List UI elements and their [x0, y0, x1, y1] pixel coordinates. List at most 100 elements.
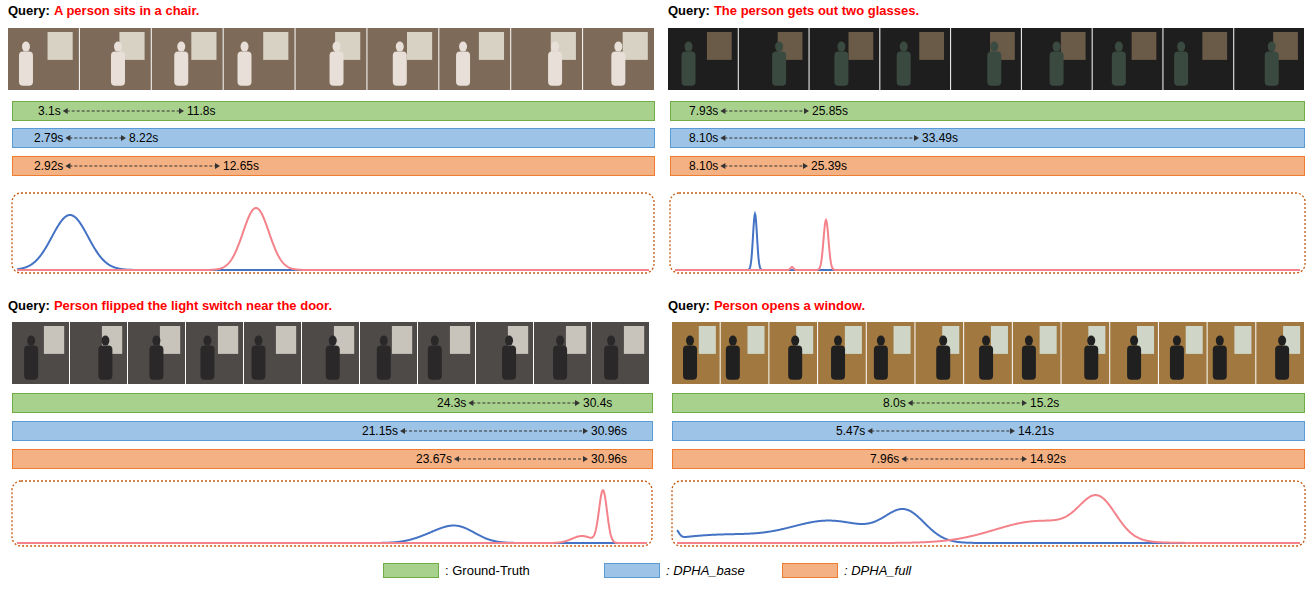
person-body	[553, 346, 567, 380]
person-body	[1050, 52, 1064, 86]
person-body	[1174, 52, 1188, 86]
end-time: 14.21s	[1018, 422, 1054, 440]
person-body	[1213, 346, 1227, 380]
video-frame	[721, 322, 769, 384]
frame-window	[44, 326, 64, 354]
frame-background	[152, 28, 223, 90]
video-frame	[915, 322, 963, 384]
start-time: 8.10s	[689, 157, 718, 175]
video-frame	[583, 28, 654, 90]
video-frame	[867, 322, 915, 384]
person-head	[1053, 42, 1061, 52]
frame-background	[964, 322, 1012, 384]
arrow-head	[63, 108, 68, 114]
frame-background	[721, 322, 769, 384]
frame-background	[186, 322, 243, 384]
person-body	[252, 346, 266, 380]
person-head	[791, 336, 799, 346]
interval-arrow	[671, 129, 1306, 147]
frame-background	[534, 322, 591, 384]
frame-background	[1208, 322, 1256, 384]
query-prefix: Query:	[668, 298, 710, 313]
legend-swatch	[604, 563, 660, 578]
dashed-line	[404, 431, 584, 432]
video-frame	[534, 322, 591, 384]
person-head	[1216, 336, 1224, 346]
video-frame	[80, 28, 151, 90]
video-frame	[1110, 322, 1158, 384]
frame-background	[915, 322, 963, 384]
frame-window	[1234, 326, 1251, 354]
person-head	[396, 42, 404, 52]
person-head	[1278, 336, 1286, 346]
query-text: Person opens a window.	[714, 298, 865, 313]
person-head	[834, 336, 842, 346]
person-head	[775, 42, 783, 52]
arrow-head	[720, 135, 725, 141]
arrow-head	[1022, 400, 1027, 406]
person-body	[604, 346, 618, 380]
person-head	[101, 336, 109, 346]
frame-window	[848, 32, 873, 60]
person-head	[686, 336, 694, 346]
frame-window	[48, 32, 73, 60]
interval-arrow	[13, 422, 654, 440]
full-score-curve	[17, 490, 647, 543]
frame-background	[1013, 322, 1061, 384]
video-frame	[244, 322, 301, 384]
person-body	[456, 52, 470, 86]
dashed-line	[69, 138, 122, 139]
person-head	[685, 42, 693, 52]
video-frame	[592, 322, 649, 384]
person-head	[27, 336, 35, 346]
person-head	[203, 336, 211, 346]
person-body	[548, 52, 562, 86]
frame-background	[302, 322, 359, 384]
video-frame	[296, 28, 367, 90]
video-frame	[964, 322, 1012, 384]
video-frame	[668, 28, 738, 90]
score-box	[670, 193, 1305, 273]
frame-background	[672, 322, 720, 384]
person-body	[897, 52, 911, 86]
query-text: Person flipped the light switch near the…	[54, 298, 332, 313]
ground-truth-bar: 3.1s11.8s	[12, 101, 655, 121]
frame-background	[1110, 322, 1158, 384]
video-frame	[8, 28, 79, 90]
score-box	[12, 481, 652, 546]
end-time: 30.96s	[591, 422, 627, 440]
frame-window	[1186, 326, 1203, 354]
interval-arrow	[13, 129, 656, 147]
end-time: 8.22s	[129, 129, 158, 147]
video-frame	[880, 28, 950, 90]
frame-background	[1159, 322, 1207, 384]
video-frame	[1062, 322, 1110, 384]
arrow-head	[1010, 428, 1015, 434]
frame-background	[951, 28, 1021, 90]
start-time: 3.1s	[38, 102, 61, 120]
person-head	[241, 42, 249, 52]
ground-truth-bar: 8.0s15.2s	[672, 393, 1305, 413]
person-body	[1127, 346, 1141, 380]
person-head	[1268, 42, 1276, 52]
arrow-head	[583, 428, 588, 434]
frame-window	[191, 32, 216, 60]
person-head	[607, 336, 615, 346]
person-head	[837, 42, 845, 52]
person-body	[393, 52, 407, 86]
person-body	[831, 346, 845, 380]
frame-window	[276, 326, 296, 354]
person-body	[1112, 52, 1126, 86]
person-head	[1130, 336, 1138, 346]
person-head	[982, 336, 990, 346]
person-head	[380, 336, 388, 346]
arrow-head	[179, 108, 184, 114]
person-body	[200, 346, 214, 380]
legend-label: : DPHA_full	[844, 563, 911, 578]
frame-background	[439, 28, 510, 90]
person-head	[177, 42, 185, 52]
video-frame	[1163, 28, 1233, 90]
frame-window	[919, 32, 944, 60]
arrow-head	[867, 428, 872, 434]
